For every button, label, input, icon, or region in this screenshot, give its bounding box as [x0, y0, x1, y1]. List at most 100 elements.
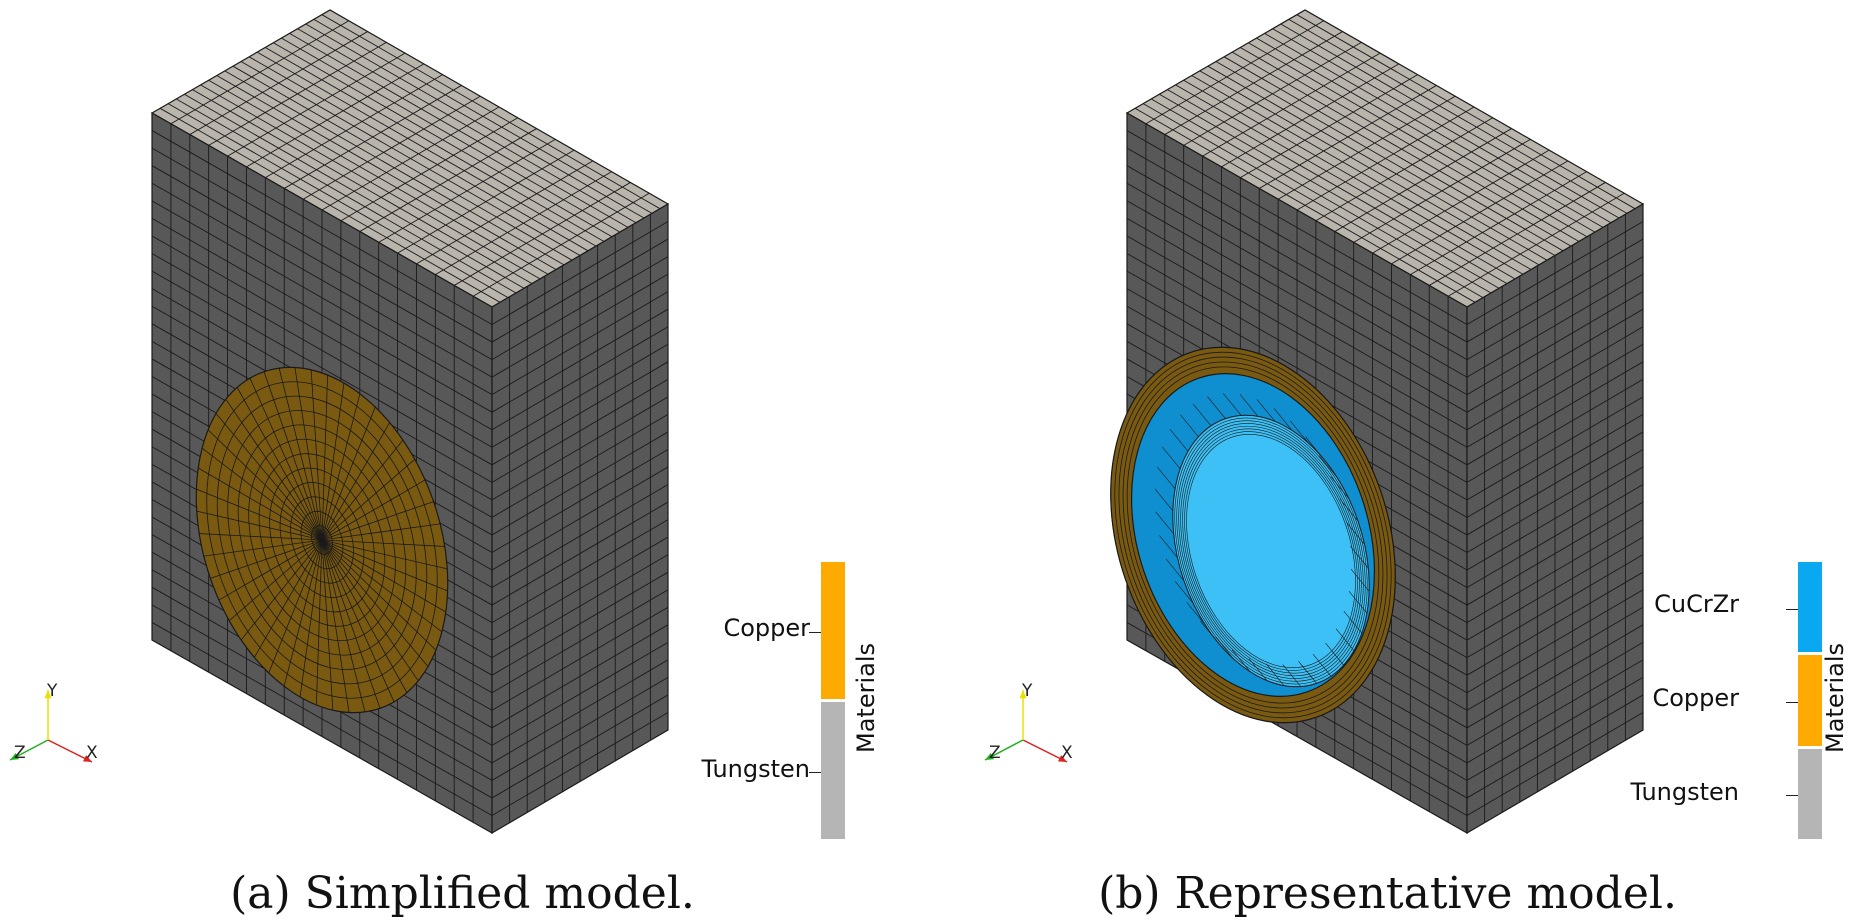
block-top-face	[1125, 9, 1645, 308]
cucrzr-ring	[1178, 423, 1364, 679]
legend-tick	[1786, 795, 1798, 797]
cucrzr-mesh-line	[1180, 414, 1199, 438]
legend-swatch	[1798, 655, 1822, 746]
side-mesh-line	[491, 641, 669, 746]
copper-ring	[1126, 366, 1380, 704]
side-mesh-line	[1466, 396, 1644, 501]
side-mesh-line	[491, 414, 669, 518]
copper-spoke	[228, 539, 323, 621]
axis-z-arrow	[9, 739, 49, 761]
cucrzr-mesh-line	[1298, 661, 1317, 684]
cucrzr-ring	[1186, 433, 1356, 669]
copper-spoke	[321, 539, 381, 709]
block-side-face	[1466, 202, 1644, 835]
cucrzr-mesh-line	[1155, 511, 1174, 535]
copper-disk	[195, 366, 449, 714]
side-mesh-line	[491, 256, 669, 360]
front-mesh-line	[151, 622, 493, 816]
side-mesh-line	[491, 449, 669, 553]
front-mesh-line	[1126, 165, 1468, 360]
copper-spoke	[203, 539, 323, 557]
legend-bar	[809, 562, 845, 842]
legend-tick	[809, 632, 821, 633]
copper-spoke	[321, 539, 443, 633]
panel-simplified-model: Y Z X Copper Tungsten Materials (a) Simp…	[9, 9, 880, 919]
cucrzr-mesh-line	[1348, 590, 1368, 614]
top-mesh-line	[1315, 117, 1494, 222]
side-mesh-line	[1466, 677, 1644, 781]
copper-spoke	[254, 539, 323, 658]
axis-x-arrow	[1022, 739, 1068, 763]
copper-spoke	[210, 539, 323, 579]
copper-spoke	[299, 539, 323, 697]
axis-z-arrow	[984, 739, 1024, 761]
cucrzr-mesh-line	[1186, 602, 1206, 625]
legend-label-tungsten: Tungsten	[1630, 778, 1739, 806]
cucrzr-mesh-line	[1273, 408, 1293, 431]
cucrzr-mesh-line	[1200, 620, 1219, 644]
cucrzr-mesh-line	[1346, 522, 1365, 545]
top-mesh-line	[302, 95, 481, 200]
cucrzr-mesh-line	[1248, 658, 1268, 681]
top-mesh-line	[1353, 138, 1531, 243]
top-mesh-line	[1391, 160, 1569, 265]
legend-swatch	[821, 702, 845, 839]
front-mesh-line	[1126, 235, 1468, 431]
copper-spoke	[321, 539, 350, 713]
cucrzr-mesh-line	[1215, 636, 1234, 660]
front-mesh-line	[151, 182, 493, 378]
copper-spoke	[321, 539, 395, 703]
copper-spoke	[321, 422, 390, 541]
top-mesh-line	[1296, 106, 1475, 211]
side-mesh-line	[1466, 361, 1644, 466]
side-mesh-line	[491, 624, 669, 729]
legend-label-copper: Copper	[723, 614, 810, 642]
side-mesh-line	[491, 273, 669, 378]
cucrzr-mesh-line	[1335, 628, 1355, 651]
top-mesh-line	[453, 182, 631, 286]
side-mesh-line	[1466, 694, 1644, 799]
copper-spoke	[199, 533, 323, 541]
copper-spoke	[240, 539, 323, 641]
copper-spoke	[316, 539, 323, 705]
legend-label-tungsten: Tungsten	[701, 755, 810, 783]
side-mesh-line	[491, 606, 669, 711]
top-mesh-line	[1145, 20, 1325, 125]
axis-label-z: Z	[14, 743, 26, 763]
copper-spoke	[321, 539, 445, 547]
legend-tick	[809, 772, 821, 773]
side-mesh-line	[491, 536, 669, 641]
copper-spoke	[321, 375, 328, 541]
copper-spoke	[310, 369, 323, 541]
copper-spoke	[236, 387, 323, 541]
top-mesh-line	[1202, 52, 1381, 157]
copper-ring	[1118, 356, 1388, 714]
front-mesh-line	[151, 253, 493, 448]
copper-spoke	[268, 539, 323, 674]
cucrzr-mesh-line	[1159, 535, 1178, 558]
copper-spoke	[196, 510, 323, 541]
copper-spoke	[321, 406, 376, 541]
side-mesh-line	[491, 308, 669, 413]
side-mesh-line	[491, 378, 669, 483]
cucrzr-mesh-line	[1156, 466, 1176, 490]
side-mesh-line	[1466, 501, 1644, 606]
side-mesh-line	[1466, 238, 1644, 343]
copper-spoke	[278, 368, 323, 541]
copper-spoke	[249, 377, 323, 541]
side-mesh-line	[1466, 221, 1644, 325]
legend-swatch	[821, 562, 845, 699]
side-mesh-line	[1466, 554, 1644, 659]
side-mesh-line	[491, 431, 669, 536]
top-mesh-line	[397, 149, 575, 254]
caption-b: (b) Representative model.	[1098, 868, 1677, 919]
copper-spoke	[218, 539, 323, 601]
front-mesh-line	[151, 130, 493, 325]
top-mesh-line	[1372, 149, 1550, 254]
front-mesh-line	[1126, 218, 1468, 413]
copper-spoke	[294, 367, 323, 541]
side-mesh-line	[1466, 589, 1644, 694]
copper-spoke	[321, 539, 419, 682]
side-mesh-line	[1466, 256, 1644, 360]
side-mesh-line	[1466, 606, 1644, 711]
